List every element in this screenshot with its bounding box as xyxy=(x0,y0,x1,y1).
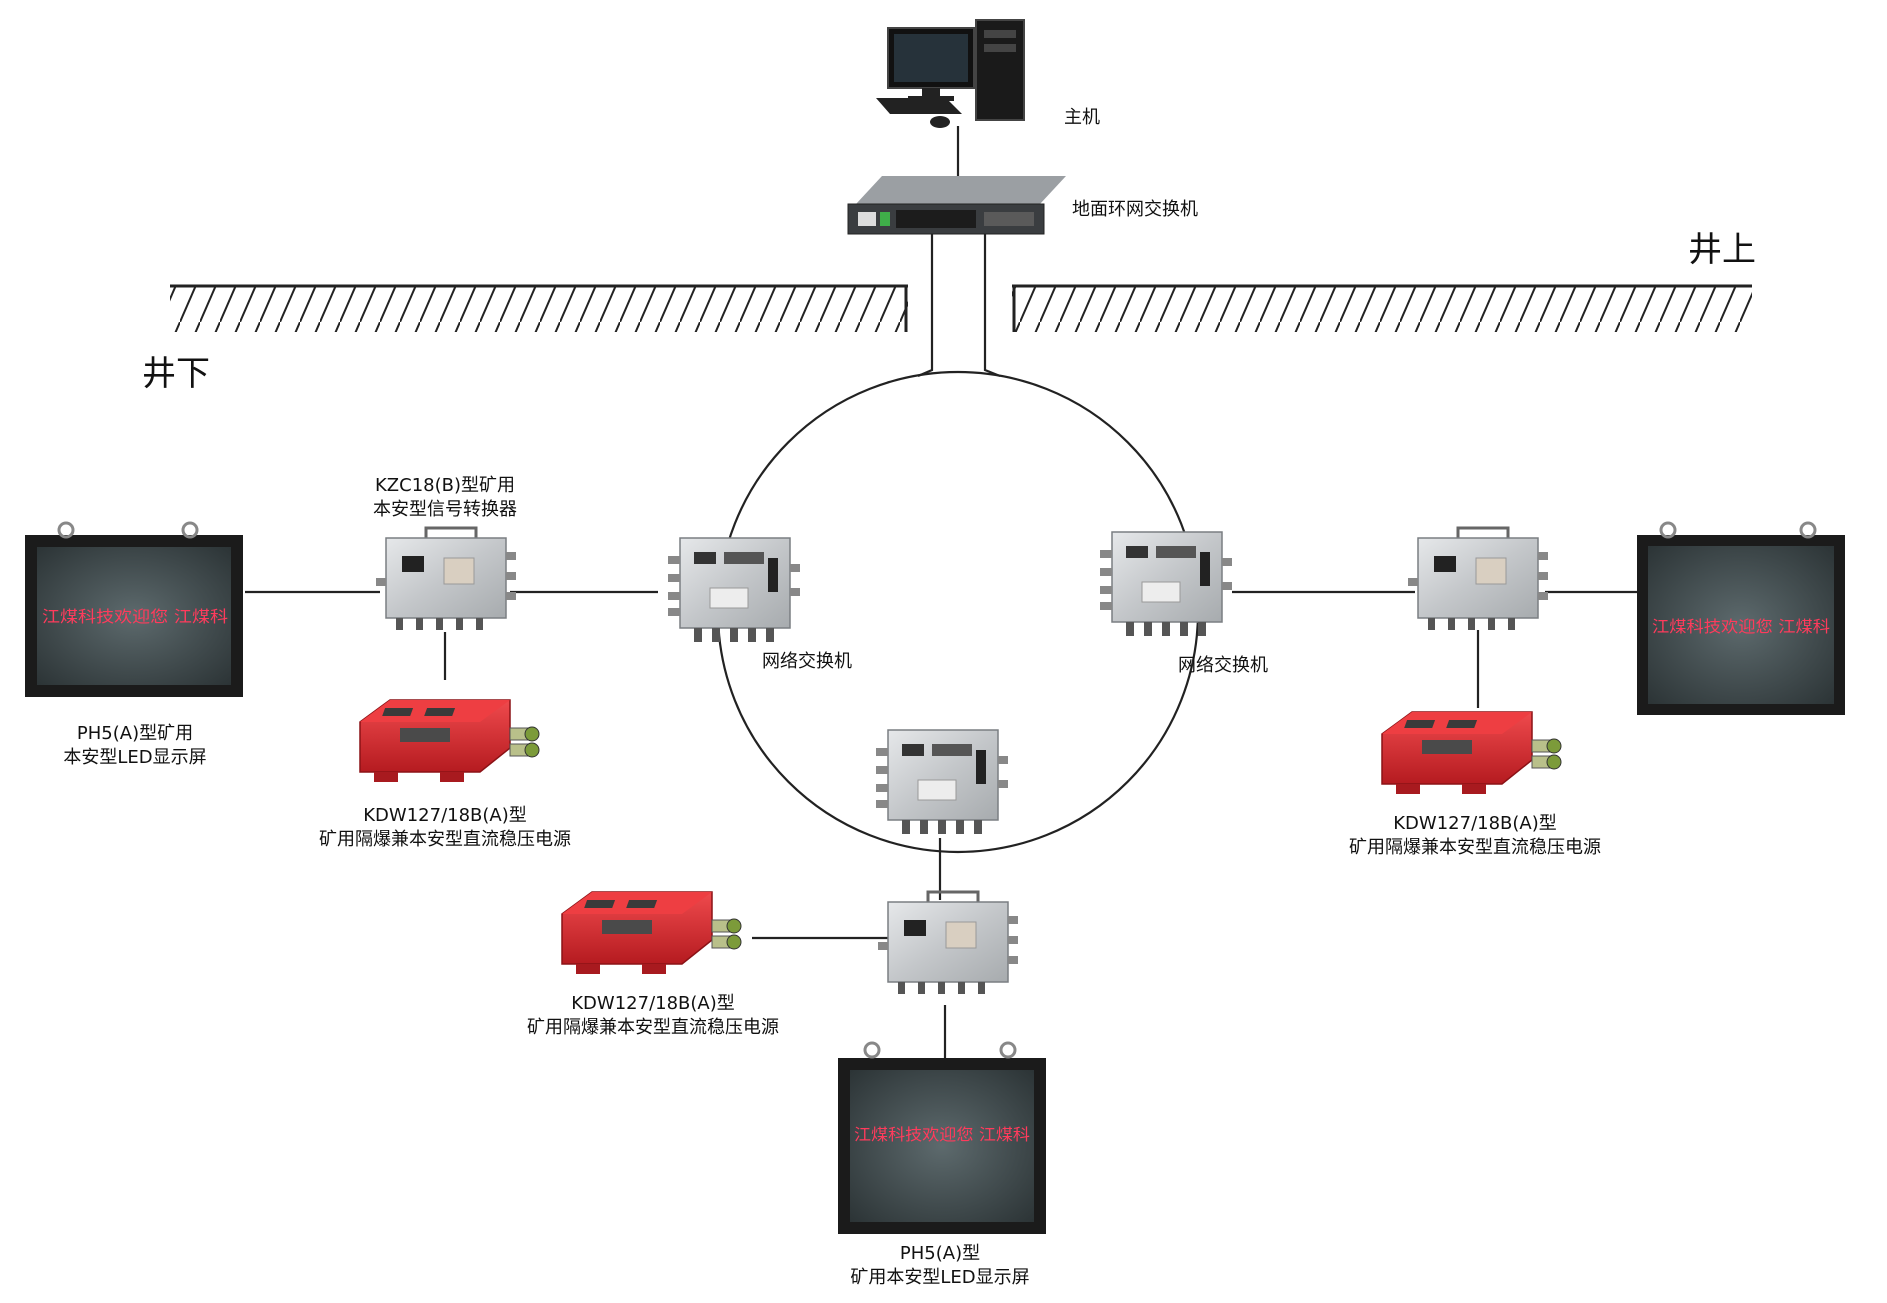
ground-ring-switch-icon xyxy=(847,176,1066,235)
converter-label: KZC18(B)型矿用 本安型信号转换器 xyxy=(340,474,550,522)
signal-converter-right-icon xyxy=(1406,526,1550,632)
host-label: 主机 xyxy=(1064,107,1100,128)
led-bottom-label-line2: 矿用本安型LED显示屏 xyxy=(850,1267,1030,1288)
above-ground-label: 井上 xyxy=(1688,230,1756,270)
below-ground-label: 井下 xyxy=(142,354,210,394)
converter-label-line1: KZC18(B)型矿用 xyxy=(374,475,515,496)
power-bottom-label-line2: 矿用隔爆兼本安型直流稳压电源 xyxy=(527,1017,779,1038)
network-switch-bottom-icon xyxy=(875,729,1009,835)
power-supply-left-icon xyxy=(359,699,540,783)
power-bottom-label: KDW127/18B(A)型 矿用隔爆兼本安型直流稳压电源 xyxy=(508,992,798,1040)
converter-label-line2: 本安型信号转换器 xyxy=(373,499,517,520)
power-bottom-label-line1: KDW127/18B(A)型 xyxy=(571,993,735,1014)
led-left-label-line2: 本安型LED显示屏 xyxy=(63,747,207,768)
signal-converter-left-icon xyxy=(374,526,518,632)
signal-converter-bottom-icon xyxy=(876,890,1020,996)
network-switch-left-label: 网络交换机 xyxy=(762,651,852,672)
power-supply-right-icon xyxy=(1381,711,1562,795)
led-left-label: PH5(A)型矿用 本安型LED显示屏 xyxy=(40,722,230,770)
connection-lines xyxy=(245,126,1640,1058)
led-screen-left-icon: 江煤科技欢迎您 江煤科 xyxy=(25,521,243,697)
power-right-label-line2: 矿用隔爆兼本安型直流稳压电源 xyxy=(1349,837,1601,858)
ground-surface-left xyxy=(170,284,908,332)
power-right-label-line1: KDW127/18B(A)型 xyxy=(1393,813,1557,834)
power-left-label-line1: KDW127/18B(A)型 xyxy=(363,805,527,826)
ground-switch-label: 地面环网交换机 xyxy=(1072,199,1198,220)
power-left-label-line2: 矿用隔爆兼本安型直流稳压电源 xyxy=(319,829,571,850)
led-bottom-label: PH5(A)型 矿用本安型LED显示屏 xyxy=(820,1242,1060,1290)
led-screen-right-icon: 江煤科技欢迎您 江煤科 xyxy=(1637,521,1845,715)
led-screen-bottom-text: 江煤科技欢迎您 江煤科 xyxy=(854,1125,1030,1144)
host-computer-icon xyxy=(876,19,1025,128)
led-bottom-label-line1: PH5(A)型 xyxy=(899,1243,981,1264)
ground-surface-right xyxy=(1012,284,1752,332)
led-left-label-line1: PH5(A)型矿用 xyxy=(76,723,194,744)
network-switch-left-icon xyxy=(667,537,801,643)
network-switch-right-icon xyxy=(1099,531,1233,637)
network-switch-right-label: 网络交换机 xyxy=(1178,655,1268,676)
led-screen-left-text: 江煤科技欢迎您 江煤科 xyxy=(42,607,228,626)
led-screen-bottom-icon: 江煤科技欢迎您 江煤科 xyxy=(838,1041,1046,1234)
led-screen-right-text: 江煤科技欢迎您 江煤科 xyxy=(1652,617,1830,636)
power-supply-bottom-icon xyxy=(561,891,742,975)
power-left-label: KDW127/18B(A)型 矿用隔爆兼本安型直流稳压电源 xyxy=(300,804,590,852)
power-right-label: KDW127/18B(A)型 矿用隔爆兼本安型直流稳压电源 xyxy=(1330,812,1620,860)
